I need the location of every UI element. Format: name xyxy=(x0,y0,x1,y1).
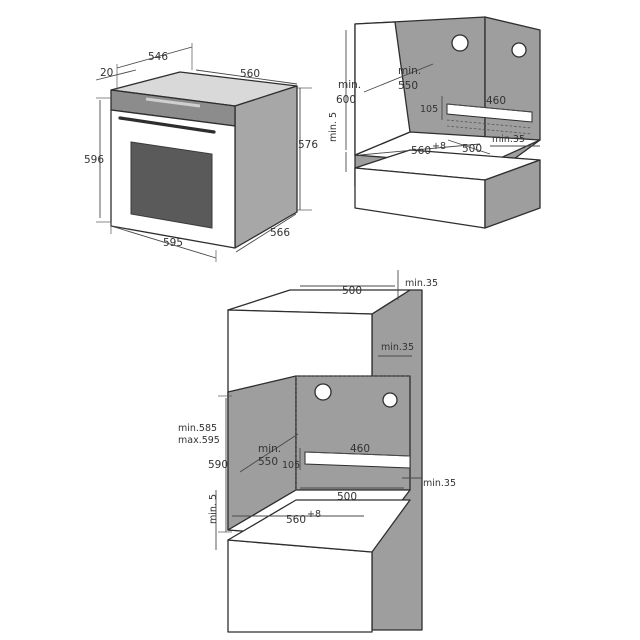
dim-tall-top-width: 500 xyxy=(342,285,362,297)
dim-uc-floor-gap: min. 5 xyxy=(328,112,339,142)
dim-tall-rear-gap: 500 xyxy=(337,491,357,503)
dim-oven-front-panel: 20 xyxy=(100,67,113,79)
dim-tall-niche-range-1: min.585 xyxy=(178,423,217,434)
dim-uc-min-depth-label: min. xyxy=(398,65,421,77)
dim-oven-front-width: 595 xyxy=(163,237,183,249)
dim-tall-niche-range-2: max.595 xyxy=(178,435,220,446)
dim-oven-height-left: 596 xyxy=(84,154,104,166)
cabinet-under-counter xyxy=(354,16,541,229)
dim-tall-floor-gap: min. 5 xyxy=(208,494,219,524)
dim-uc-vent-width: 460 xyxy=(486,95,506,107)
oven-window xyxy=(130,141,213,229)
dim-tall-niche-height: 590 xyxy=(208,459,228,471)
dim-oven-height-right: 576 xyxy=(298,139,318,151)
dim-tall-vent-width: 460 xyxy=(350,443,370,455)
cabinet-left-cutout xyxy=(354,21,411,156)
dim-uc-min-height-value: 600 xyxy=(336,94,356,106)
lower-cabinet-top xyxy=(227,499,411,553)
oven-display xyxy=(145,97,201,108)
dim-tall-side-gap-lower: min.35 xyxy=(423,478,456,489)
dim-uc-min-depth-value: 550 xyxy=(398,80,418,92)
oven-handle xyxy=(118,116,216,134)
dim-uc-min-height-label: min. xyxy=(338,79,361,91)
dim-uc-base-width: 560 xyxy=(411,145,431,157)
dim-tall-side-gap-upper: min.35 xyxy=(381,342,414,353)
dim-tall-vent-height: 105 xyxy=(282,460,300,471)
dim-uc-rear-gap: 500 xyxy=(462,143,482,155)
vent-hole-back xyxy=(451,34,469,52)
dim-tall-min-depth-value: 550 xyxy=(258,456,278,468)
lower-cabinet-front xyxy=(227,539,373,633)
cabinet-under-counter-dimensions: min. 600 min. 550 105 460 min. 5 560 +8 … xyxy=(328,30,540,172)
dim-uc-base-width-tol: +8 xyxy=(432,141,446,152)
cabinet-tall-dimensions: 500 min.35 min.35 min.585 max.595 590 mi… xyxy=(178,270,456,550)
dim-oven-side-depth: 566 xyxy=(270,227,290,239)
dim-oven-depth-total: 546 xyxy=(148,51,168,63)
vent-hole-side xyxy=(511,42,527,58)
dim-tall-base-width-tol: +8 xyxy=(307,509,321,520)
dim-tall-base-width: 560 xyxy=(286,514,306,526)
dim-oven-body-width: 560 xyxy=(240,68,260,80)
tall-vent-hole-back xyxy=(314,383,332,401)
cabinet-tall xyxy=(227,289,423,633)
dim-uc-vent-height: 105 xyxy=(420,104,438,115)
tall-vent-hole-side xyxy=(382,392,398,408)
cabinet-base-side xyxy=(484,159,541,229)
oven-drawing xyxy=(110,71,298,249)
dim-tall-min-depth-label: min. xyxy=(258,443,281,455)
oven-side-body xyxy=(234,85,298,249)
oven-dimensions: 546 20 560 596 576 595 566 xyxy=(84,43,318,262)
dim-tall-top-gap: min.35 xyxy=(405,278,438,289)
dim-uc-side-gap: min.35 xyxy=(492,134,525,145)
